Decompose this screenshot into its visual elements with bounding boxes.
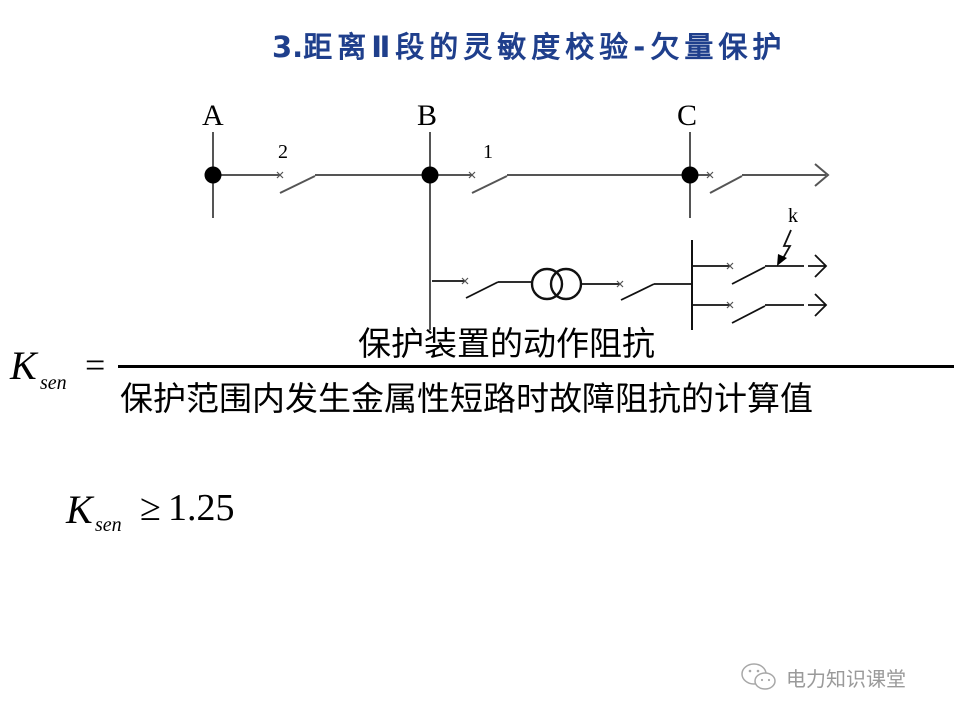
- fault-label-k: k: [788, 205, 798, 227]
- slide-title: 3.距离Ⅱ段的灵敏度校验-欠量保护: [272, 24, 872, 66]
- bus-a-node: [204, 166, 222, 184]
- condition-k-subscript: sen: [95, 514, 122, 536]
- bus-c-node: [681, 166, 699, 184]
- breaker-label-1: 1: [483, 141, 493, 163]
- formula-k-symbol: K: [10, 343, 37, 388]
- bus-label-b: B: [417, 99, 437, 132]
- wechat-icon: [741, 663, 776, 690]
- condition-k-symbol: K: [66, 487, 93, 532]
- formula-denominator: 保护范围内发生金属性短路时故障阻抗的计算值: [120, 379, 813, 418]
- title-number: 3.: [272, 30, 304, 64]
- fraction-line: [118, 365, 954, 368]
- watermark-text: 电力知识课堂: [786, 666, 906, 691]
- breaker-label-2: 2: [278, 141, 288, 163]
- bus-label-a: A: [202, 99, 224, 132]
- formula-numerator: 保护装置的动作阻抗: [358, 324, 655, 363]
- condition-operator: ≥: [140, 487, 161, 529]
- fault-lightning-icon: [781, 229, 792, 261]
- formula-equals: =: [85, 345, 106, 385]
- transformer-winding-1: [530, 267, 564, 301]
- fault-arrowhead-icon: [777, 254, 787, 266]
- watermark: 电力知识课堂: [740, 662, 906, 692]
- bus-b-node: [421, 166, 439, 184]
- condition-value: 1.25: [168, 487, 235, 529]
- formula-k-subscript: sen: [40, 372, 67, 394]
- title-text: 距离Ⅱ段的灵敏度校验-欠量保护: [303, 30, 787, 64]
- bus-label-c: C: [677, 99, 697, 132]
